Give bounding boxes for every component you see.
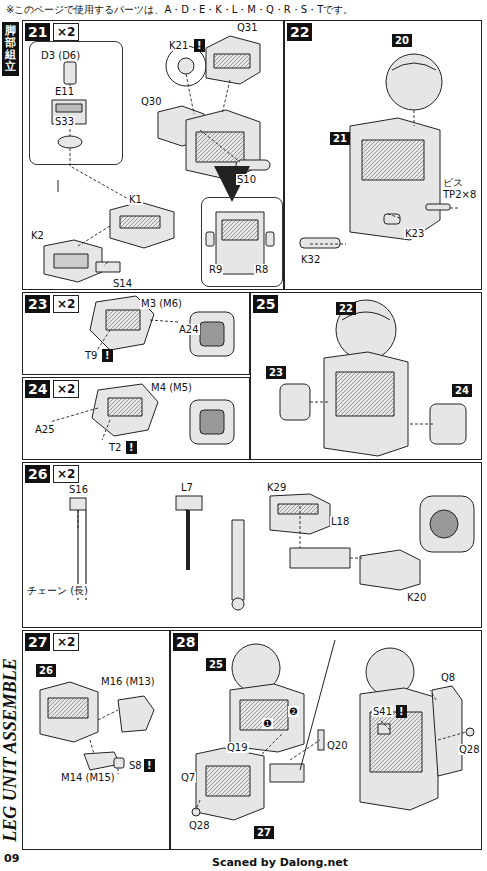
detail-box: R9 R8 bbox=[201, 197, 283, 287]
part-label: K32 bbox=[300, 254, 321, 265]
section-tab: 脚部組立 bbox=[2, 22, 19, 76]
step-number: 22 bbox=[287, 23, 312, 41]
part-label: Q28 bbox=[188, 820, 211, 831]
step-panel: 22 bbox=[284, 20, 482, 290]
footer-text: Scaned by Dalong.net bbox=[212, 856, 348, 869]
part-label: Q20 bbox=[326, 740, 349, 751]
step-number: 28 bbox=[173, 633, 198, 651]
callout-number: ! bbox=[396, 705, 407, 718]
step-panel: 26×2 bbox=[22, 462, 482, 628]
part-label: M3 (M6) bbox=[140, 298, 183, 309]
part-label: K2 bbox=[30, 230, 45, 241]
part-label: T9 bbox=[84, 350, 98, 361]
part-label: K21 bbox=[168, 40, 189, 51]
part-label: K23 bbox=[404, 228, 425, 239]
part-label: M16 (M13) bbox=[100, 676, 156, 687]
part-label: M4 (M5) bbox=[150, 382, 193, 393]
callout-number: ! bbox=[194, 39, 205, 52]
callout-number: ! bbox=[144, 759, 155, 772]
part-label: ビス bbox=[442, 176, 464, 190]
part-label: A24 bbox=[178, 324, 200, 335]
detail-box: D3 (D6) E11S33 bbox=[29, 41, 123, 165]
part-label: S10 bbox=[236, 174, 257, 185]
quantity-mark: ×2 bbox=[53, 633, 79, 651]
part-label: Q19 bbox=[226, 742, 249, 753]
step-number: 26 bbox=[25, 465, 50, 483]
part-label: K1 bbox=[128, 194, 143, 205]
callout-number: 26 bbox=[36, 664, 56, 677]
callout-number: 23 bbox=[266, 366, 286, 379]
callout-number: ! bbox=[102, 349, 113, 362]
header-note: ※このページで使用するパーツは、A・D・E・K・L・M・Q・R・S・Tです。 bbox=[6, 3, 353, 17]
callout-number: 27 bbox=[254, 826, 274, 839]
part-label: S16 bbox=[68, 484, 89, 495]
part-label: ❷ bbox=[288, 706, 299, 717]
step-number: 21 bbox=[25, 23, 50, 41]
callout-number: 22 bbox=[336, 302, 356, 315]
part-label: L7 bbox=[180, 482, 194, 493]
quantity-mark: ×2 bbox=[53, 380, 79, 398]
step-panel: 21×2 D3 (D6) E11S33R9 R8 bbox=[22, 20, 284, 290]
callout-number: 25 bbox=[206, 658, 226, 671]
step-number: 23 bbox=[25, 295, 50, 313]
quantity-mark: ×2 bbox=[53, 23, 79, 41]
part-label: ❶ bbox=[262, 718, 273, 729]
part-label: L18 bbox=[330, 516, 350, 527]
part-label: S14 bbox=[112, 278, 133, 289]
section-title: LEG UNIT ASSEMBLE bbox=[0, 635, 22, 865]
step-panel: 27×2 bbox=[22, 630, 170, 850]
part-label: K29 bbox=[266, 482, 287, 493]
callout-number: 21 bbox=[330, 132, 350, 145]
part-label: T2 bbox=[108, 442, 122, 453]
part-label: Q28 bbox=[458, 744, 481, 755]
quantity-mark: ×2 bbox=[53, 465, 79, 483]
callout-number: 20 bbox=[392, 34, 412, 47]
part-label: Q31 bbox=[236, 22, 259, 33]
step-number: 24 bbox=[25, 380, 50, 398]
part-label: R8 bbox=[254, 264, 269, 275]
callout-number: 24 bbox=[452, 384, 472, 397]
step-number: 27 bbox=[25, 633, 50, 651]
part-label: A25 bbox=[34, 424, 56, 435]
part-label: K20 bbox=[406, 592, 427, 603]
part-label: S33 bbox=[54, 116, 75, 127]
part-label: Q8 bbox=[440, 672, 456, 683]
part-label: S41 bbox=[372, 706, 393, 717]
part-label: R9 bbox=[208, 264, 223, 275]
part-label: チェーン (長) bbox=[26, 584, 89, 598]
part-label: E11 bbox=[54, 86, 75, 97]
step-number: 25 bbox=[253, 295, 278, 313]
part-label: Q7 bbox=[180, 772, 196, 783]
callout-number: ! bbox=[126, 441, 137, 454]
part-label: S8 bbox=[128, 760, 143, 771]
part-label: M14 (M15) bbox=[60, 772, 116, 783]
footer-text: 09 bbox=[4, 852, 19, 865]
part-label: TP2×8 bbox=[442, 189, 477, 200]
step-panel: 23×2 bbox=[22, 292, 250, 375]
quantity-mark: ×2 bbox=[53, 295, 79, 313]
part-label: Q30 bbox=[140, 96, 163, 107]
part-label: D3 (D6) bbox=[40, 50, 81, 61]
